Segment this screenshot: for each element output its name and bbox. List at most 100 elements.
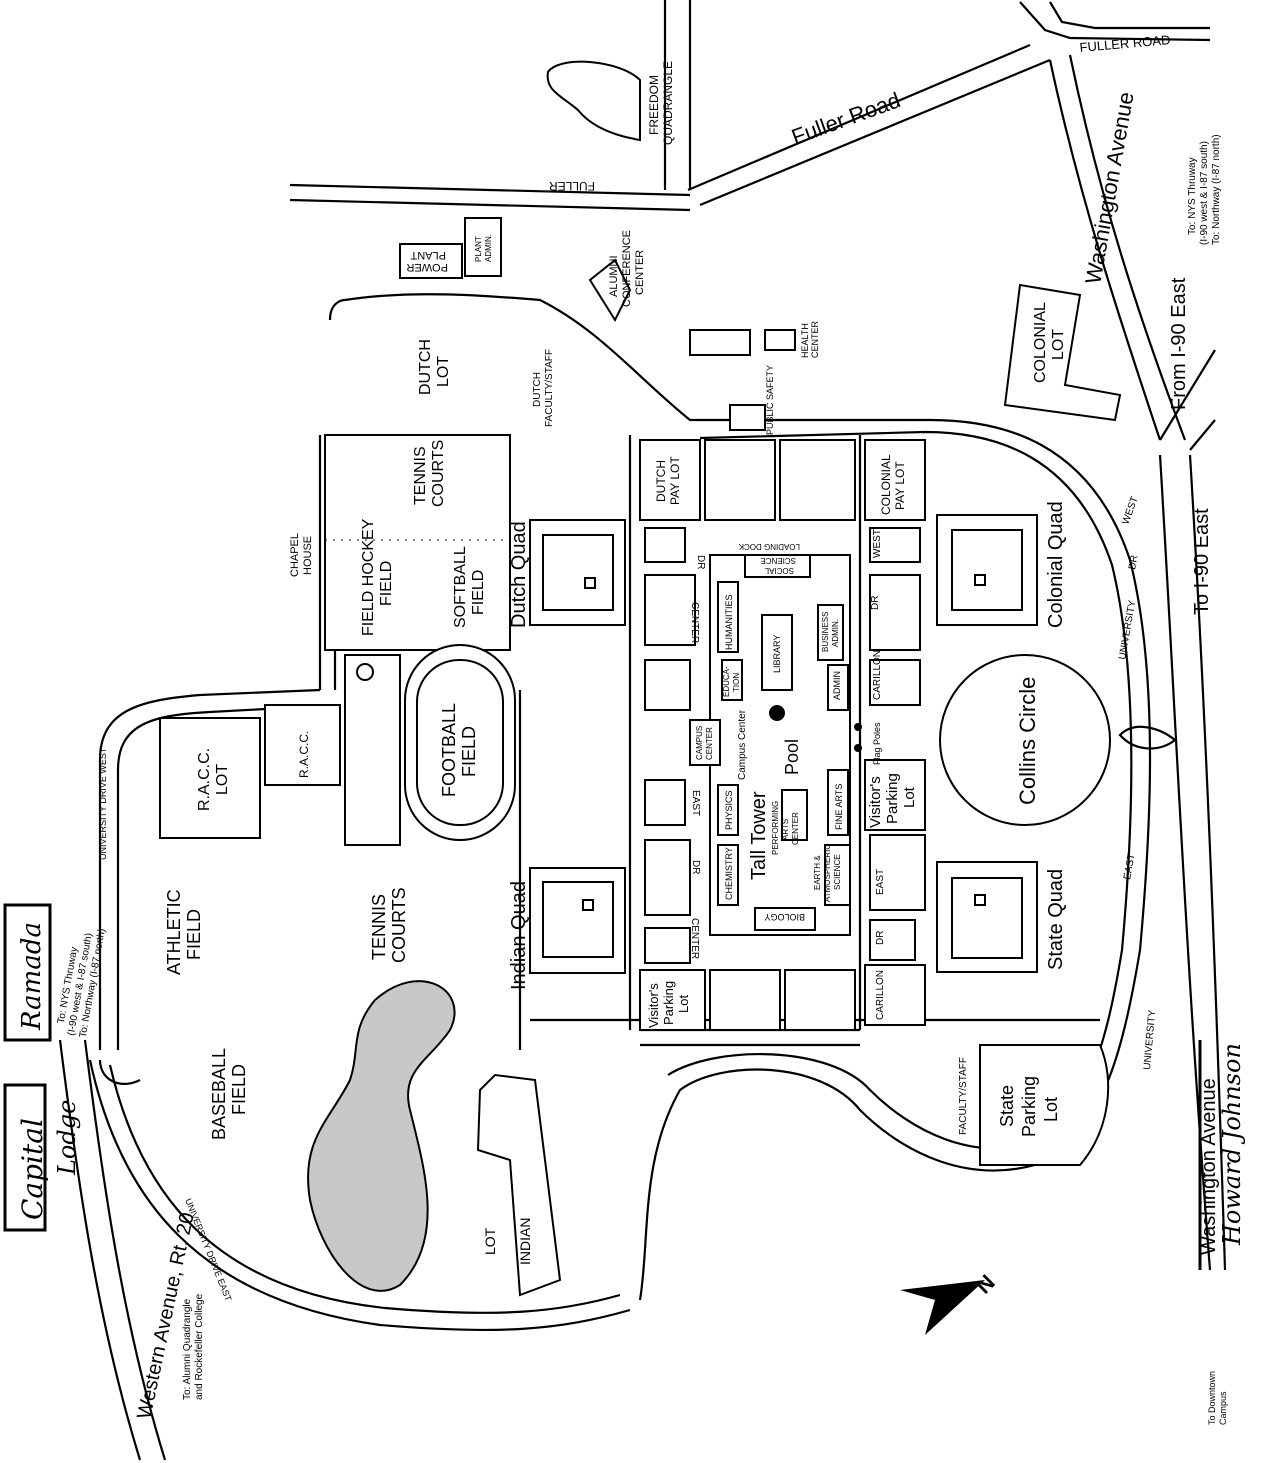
humanities-label: HUMANITIES: [724, 594, 734, 650]
svg-text:Parking: Parking: [884, 773, 901, 824]
athletic-field-label: ATHLETIC FIELD: [164, 889, 204, 975]
svg-text:ADMIN.: ADMIN.: [831, 619, 840, 647]
alumni-center-block: [588, 258, 632, 323]
svg-text:Campus: Campus: [1218, 1391, 1228, 1425]
buildings: [3, 60, 1202, 1335]
to-i90-label: To I-90 East: [1191, 508, 1213, 615]
svg-text:Lot: Lot: [1041, 1097, 1061, 1122]
svg-text:Parking: Parking: [661, 981, 676, 1025]
svg-text:FIELD: FIELD: [229, 1064, 249, 1115]
fuller-label: FULLER: [549, 179, 595, 193]
ramada-label: Ramada: [17, 922, 47, 1031]
performing-arts-label: PERFORMING ARTS CENTER: [771, 801, 800, 855]
svg-text:FIELD: FIELD: [459, 726, 479, 777]
svg-text:FIELD: FIELD: [378, 561, 395, 606]
svg-text:CENTER: CENTER: [810, 320, 820, 358]
downtown-direction: To Downtown Campus: [1207, 1371, 1228, 1425]
state-parking-lot-shape: [979, 1044, 1110, 1166]
center-label-2: CENTER: [689, 918, 700, 959]
svg-text:CONFERENCE: CONFERENCE: [621, 230, 633, 307]
svg-text:CENTER: CENTER: [705, 727, 714, 760]
health-center-label: HEALTH CENTER: [800, 320, 820, 358]
carillon-label-2: CARILLON: [875, 970, 886, 1020]
admin-label: ADMIN: [832, 671, 842, 700]
plant-admin-label: PLANT ADMIN.: [474, 234, 493, 262]
loading-dock-label: LOADING DOCK: [738, 542, 800, 551]
svg-text:To: Northway (I-87 north): To: Northway (I-87 north): [1211, 134, 1222, 245]
svg-text:ATMOSPHERIC: ATMOSPHERIC: [823, 844, 832, 902]
svg-text:ALUMNI: ALUMNI: [608, 255, 620, 297]
state-quad-label: State Quad: [1045, 869, 1067, 970]
social-science-label: SOCIAL SCIENCE: [760, 556, 796, 575]
svg-text:FREEDOM: FREEDOM: [647, 75, 661, 135]
pool-marker: [769, 705, 785, 721]
svg-text:INDIAN: INDIAN: [517, 1218, 533, 1265]
svg-text:CENTER: CENTER: [634, 250, 646, 295]
washington-ave-bottom-label: Washington Avenue: [1198, 1078, 1220, 1255]
svg-text:State: State: [997, 1085, 1017, 1127]
indian-quad-label: Indian Quad: [508, 881, 530, 990]
svg-text:TENNIS: TENNIS: [369, 894, 389, 960]
campus-center-box-label: CAMPUS CENTER: [695, 726, 714, 760]
dutch-pay-lot-label: DUTCH PAY LOT: [654, 456, 682, 505]
ring-university-east-label: UNIVERSITY: [1142, 1009, 1158, 1070]
sports-fields-block: [324, 434, 511, 651]
dutch-quad-label: Dutch Quad: [508, 521, 530, 628]
colonial-lot-label: COLONIAL LOT: [1032, 302, 1067, 383]
dutch-faculty-label: DUTCH FACULTY/STAFF: [532, 349, 555, 427]
chemistry-label: CHEMISTRY: [724, 847, 734, 900]
tall-tower-label: Tall Tower: [748, 791, 770, 880]
svg-text:ADMIN.: ADMIN.: [484, 234, 493, 262]
nys-thruway-ne: To: NYS Thruway (I-90 west & I-87 south)…: [1187, 134, 1222, 245]
svg-text:PERFORMING: PERFORMING: [771, 801, 780, 855]
svg-text:HOUSE: HOUSE: [302, 536, 314, 575]
racc-label: R.A.C.C.: [297, 731, 311, 778]
dutch-lot-label: DUTCH LOT: [417, 339, 452, 395]
svg-text:To: NYS Thruway: To: NYS Thruway: [1187, 157, 1198, 235]
freedom-quad-shape: [546, 60, 641, 142]
washington-ave-top-label: Washington Avenue: [1080, 90, 1138, 286]
svg-text:LOT: LOT: [1050, 329, 1067, 360]
svg-text:QUADRANGLE: QUADRANGLE: [661, 61, 675, 145]
capital-lodge-box: [3, 1083, 47, 1232]
svg-text:LOT: LOT: [214, 764, 231, 795]
racc-lot-block: [159, 717, 261, 839]
from-i90-label: From I-90 East: [1168, 277, 1190, 410]
east-label-1: EAST: [690, 790, 701, 816]
compass-label: N: [971, 1270, 1000, 1299]
biology-label: BIOLOGY: [764, 912, 805, 922]
svg-text:BUSINESS: BUSINESS: [821, 612, 830, 652]
ramada-box: [3, 903, 52, 1042]
flag-poles-label: Flag Poles: [872, 722, 882, 765]
svg-text:FIELD HOCKEY: FIELD HOCKEY: [360, 518, 377, 636]
svg-text:CAMPUS: CAMPUS: [695, 726, 704, 760]
racc-lot-label: R.A.C.C. LOT: [196, 748, 231, 811]
physics-label: PHYSICS: [724, 790, 734, 830]
svg-text:SOFTBALL: SOFTBALL: [452, 546, 469, 628]
indian-lot-shape: [476, 1073, 562, 1297]
svg-text:ARTS: ARTS: [781, 819, 790, 840]
svg-text:SOCIAL: SOCIAL: [764, 566, 794, 575]
fine-arts-label: FINE ARTS: [834, 784, 844, 830]
svg-text:CHAPEL: CHAPEL: [289, 533, 301, 577]
dr-label-2: DR: [870, 596, 881, 610]
ring-west-label: WEST: [1120, 495, 1140, 526]
svg-text:FIELD: FIELD: [470, 570, 487, 615]
visitors-lot-2-block: [864, 759, 926, 831]
howard-johnson-label: Howard Johnson: [1218, 1043, 1246, 1246]
public-safety-building: [729, 404, 766, 431]
svg-text:COURTS: COURTS: [430, 440, 447, 507]
health-building-1: [689, 329, 751, 356]
north-arrow-icon: [900, 1280, 985, 1335]
visitors-lot-1-label: Visitor's Parking Lot: [646, 981, 691, 1028]
svg-text:Lot: Lot: [901, 786, 918, 808]
svg-text:HEALTH: HEALTH: [800, 323, 810, 358]
library-label: LIBRARY: [772, 635, 782, 673]
pool-label: Pool: [782, 739, 802, 775]
fuller-road-top-label: FULLER ROAD: [1079, 32, 1171, 55]
svg-text:EDUCA-: EDUCA-: [722, 666, 731, 697]
svg-text:To: Alumni Quadrangle: To: Alumni Quadrangle: [182, 1298, 193, 1400]
east-label-2: EAST: [875, 869, 886, 895]
education-label: EDUCA- TION: [722, 666, 741, 697]
